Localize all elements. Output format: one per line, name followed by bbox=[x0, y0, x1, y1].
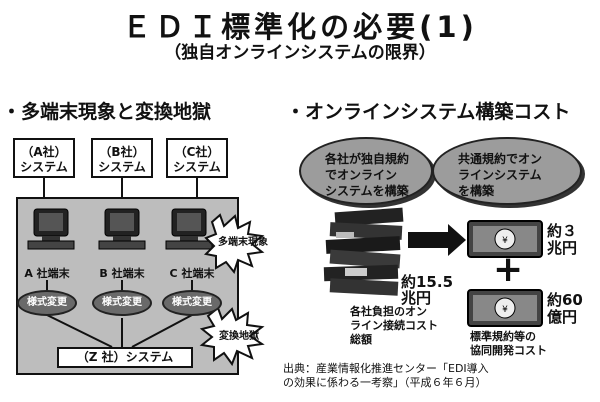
note-bottom-amount: 約60 億円 bbox=[547, 291, 583, 326]
note-bottom-caption: 標準規約等の 協同開発コスト bbox=[470, 330, 547, 357]
conversion-oval-c: 様式変更 bbox=[162, 290, 222, 316]
computer-icon-a bbox=[27, 208, 75, 250]
conversion-oval-a: 様式変更 bbox=[17, 290, 77, 316]
terminal-label-b: B 社端末 bbox=[99, 267, 145, 280]
money-stack-icon bbox=[323, 207, 404, 296]
burst-shape-top bbox=[203, 213, 265, 275]
right-section-heading: ・オンラインシステム構築コスト bbox=[286, 101, 571, 123]
stack-caption: 各社負担のオン ライン接続コスト 総額 bbox=[350, 305, 438, 346]
burst-label-multi-terminal: 多端末現象 bbox=[218, 237, 268, 248]
company-box-c: （C社） システム bbox=[166, 138, 228, 178]
svg-text:¥: ¥ bbox=[502, 305, 508, 315]
stack-amount: 約15.5 兆円 bbox=[401, 273, 454, 307]
burst-shape-bottom bbox=[199, 306, 265, 367]
computer-icon-b bbox=[98, 208, 146, 250]
source-citation: 出典：産業情報化推進センター「EDI導入 の効果に係わる一考察」（平成６年６月） bbox=[283, 362, 489, 389]
terminal-label-a: A 社端末 bbox=[24, 267, 70, 280]
bubble-independent: 各社が独自規約 でオンライン システムを構築 bbox=[299, 137, 433, 205]
note-top-amount: 約３ 兆円 bbox=[547, 222, 578, 257]
conversion-oval-b: 様式変更 bbox=[92, 290, 152, 316]
page-subtitle: （独自オンラインシステムの限界） bbox=[164, 43, 436, 63]
arrow-icon bbox=[408, 224, 466, 256]
computer-icon-c bbox=[165, 208, 213, 250]
bubble-common: 共通規約でオン ラインシステム を構築 bbox=[432, 137, 582, 205]
company-box-a: （A社） システム bbox=[13, 138, 75, 178]
burst-label-conversion-hell: 変換地獄 bbox=[219, 331, 259, 342]
left-section-heading: ・多端末現象と変換地獄 bbox=[2, 101, 212, 123]
z-system-box: （Z 社）システム bbox=[57, 347, 193, 368]
banknote-icon-top: ¥ bbox=[467, 220, 543, 258]
plus-sign: + bbox=[493, 249, 524, 290]
page-title: ＥＤＩ標準化の必要(1) bbox=[122, 10, 478, 44]
svg-text:¥: ¥ bbox=[502, 236, 508, 246]
company-box-b: （B社） システム bbox=[91, 138, 153, 178]
terminal-label-c: C 社端末 bbox=[169, 267, 215, 280]
banknote-icon-bottom: ¥ bbox=[467, 289, 543, 327]
